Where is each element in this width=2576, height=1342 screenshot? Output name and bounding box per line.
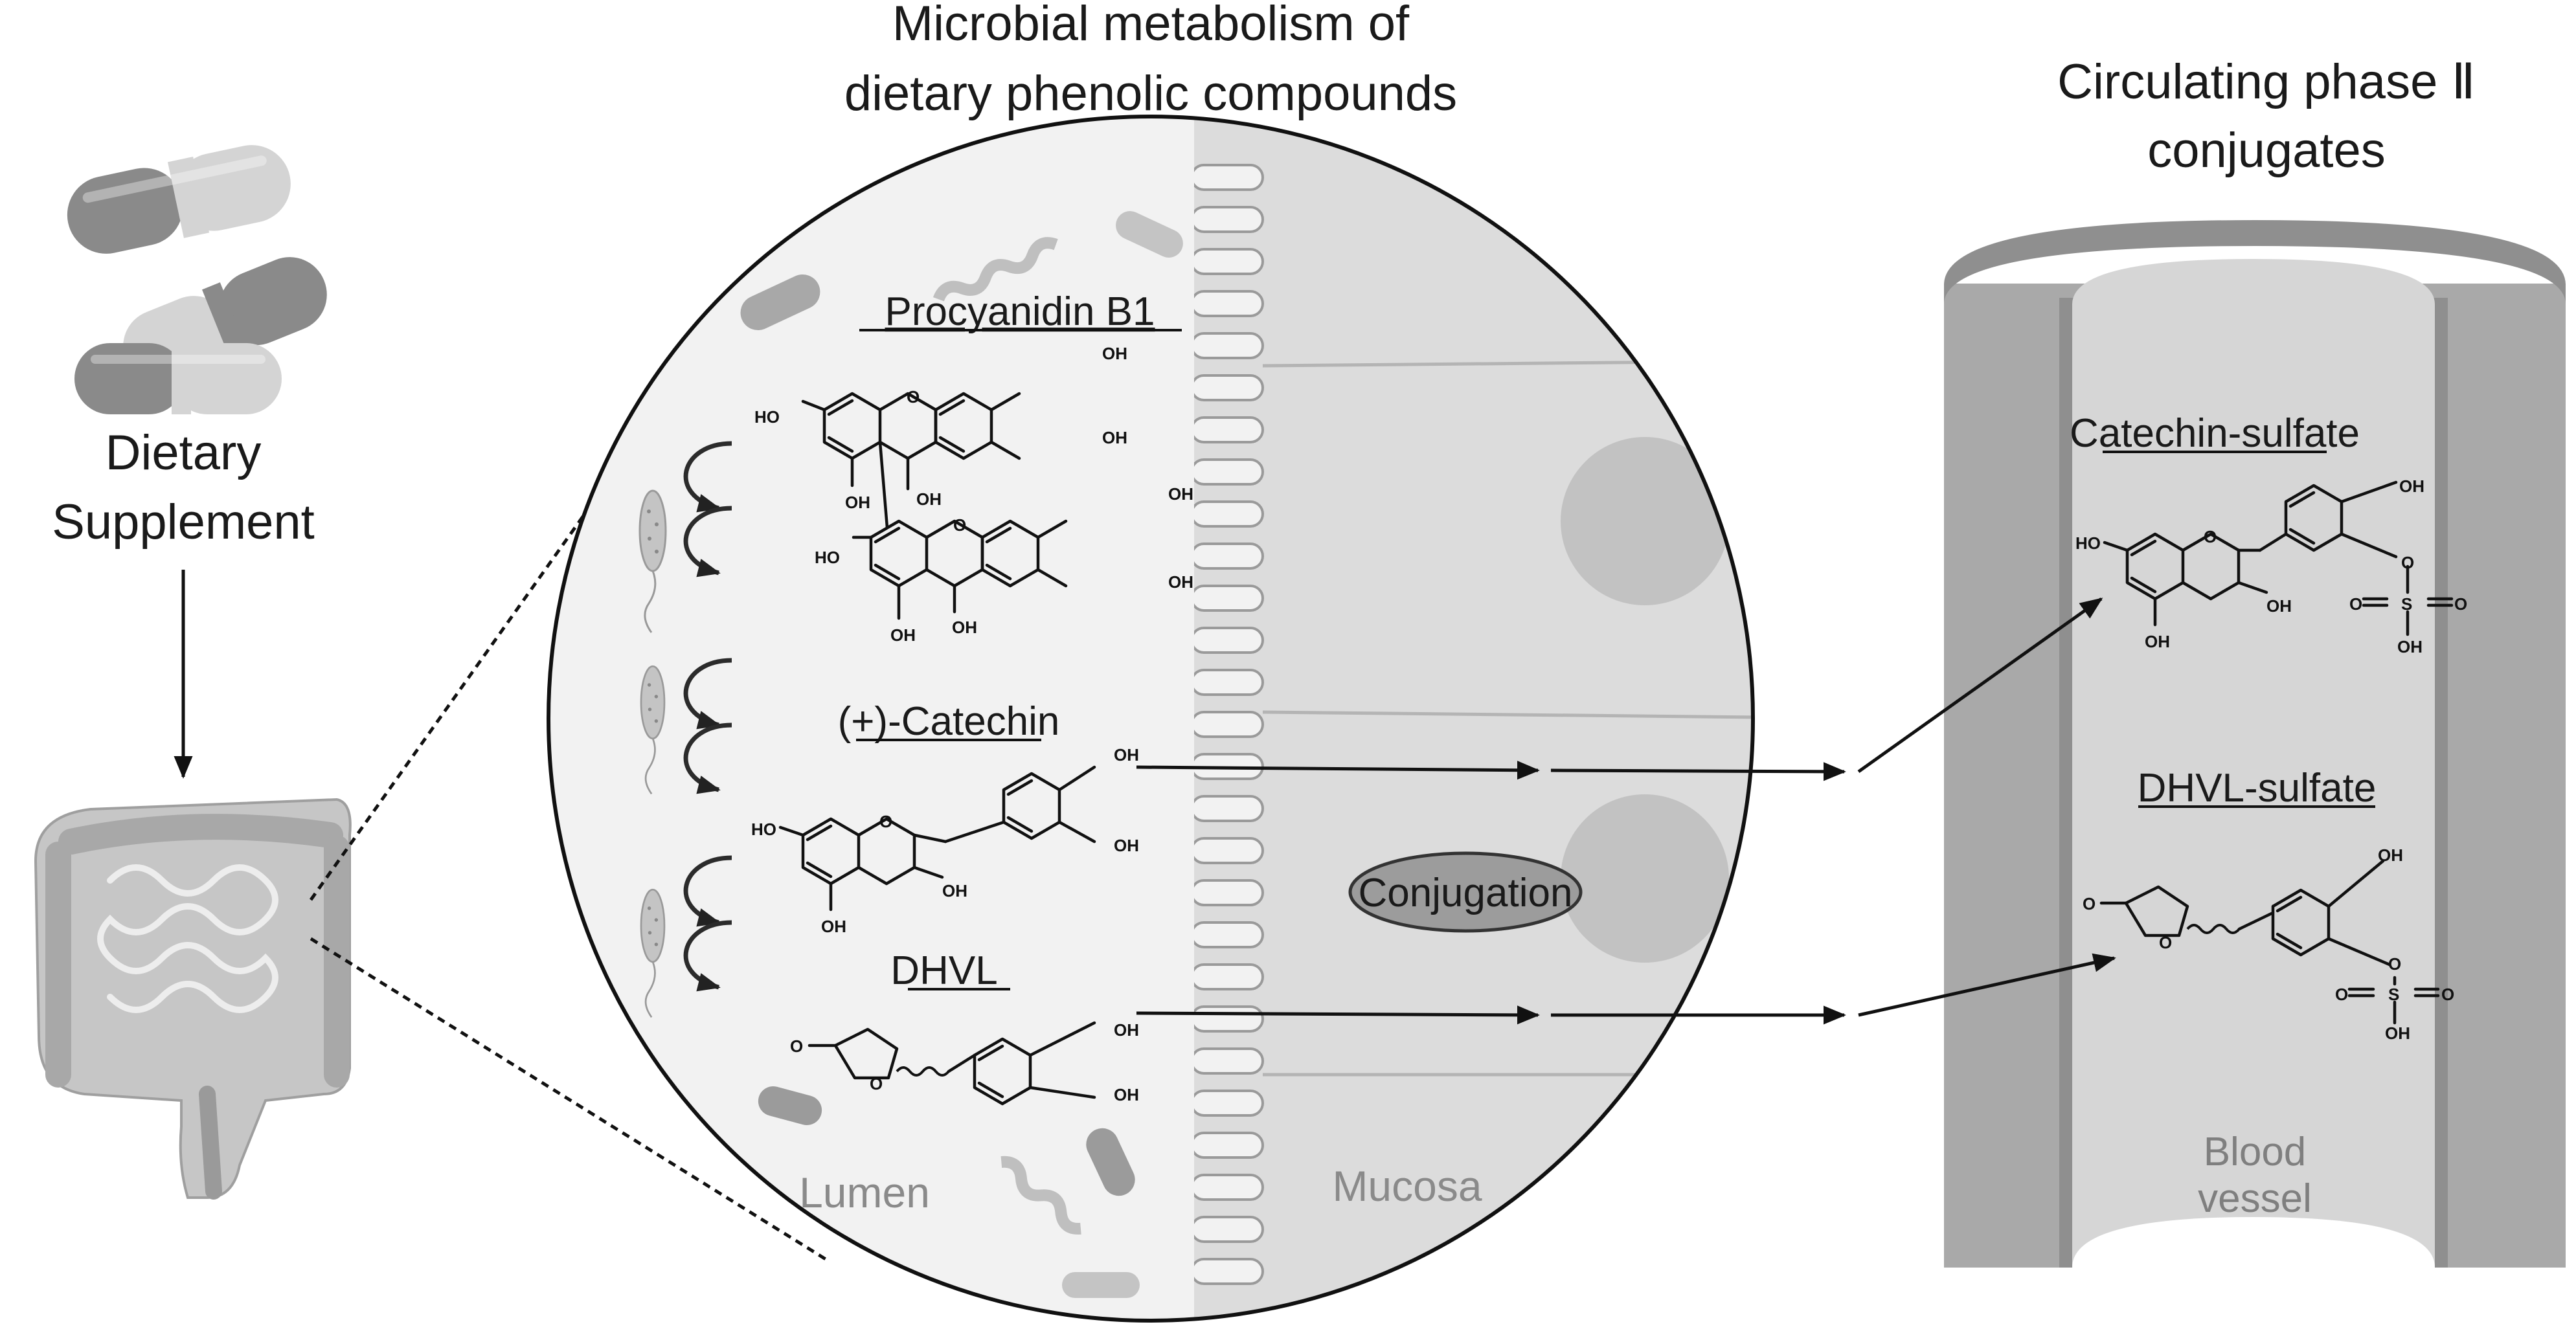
svg-text:OH: OH [942, 881, 967, 900]
procyanidin-b1-title: Procyanidin B1 [885, 289, 1155, 334]
transport-arrows [1136, 597, 2116, 1025]
dhvl-sulfate-title: DHVL-sulfate [2138, 766, 2377, 811]
dhvl-arrow-3 [1858, 953, 2116, 1017]
svg-text:OH: OH [845, 493, 870, 512]
zoom-line-bottom [310, 937, 827, 1261]
svg-text:OH: OH [1102, 428, 1127, 447]
blood-vessel-label-line2: vessel [2198, 1176, 2312, 1221]
catechin-sulfate-structure [2103, 480, 2454, 636]
catechin-sulfate-title: Catechin-sulfate [2070, 411, 2360, 456]
svg-text:OH: OH [2145, 632, 2170, 651]
catechin-arrow-3 [1857, 597, 2103, 774]
dhvl-structure [808, 1021, 1096, 1106]
svg-text:OH: OH [916, 489, 942, 509]
villi [1190, 164, 1264, 1285]
zoom-circle-outline [547, 115, 1755, 1323]
dhvl-title: DHVL [890, 948, 997, 993]
nucleus-bottom [1561, 794, 1729, 963]
procyanidin-b1-atoms: OH OH HO OH OH OH OH HO OH OH O O [754, 344, 1193, 645]
svg-text:O: O [2349, 594, 2362, 614]
circulating-title-line1: Circulating phase Ⅱ [2057, 54, 2476, 109]
svg-text:O: O [2335, 985, 2348, 1004]
catechin-arrow-2 [1550, 762, 1846, 781]
zoom-circle [548, 117, 1753, 1321]
svg-text:O: O [2401, 553, 2414, 572]
dietary-supplement-line1: Dietary [106, 425, 262, 480]
svg-text:HO: HO [751, 820, 776, 839]
svg-text:O: O [2441, 985, 2454, 1004]
svg-text:S: S [2388, 985, 2399, 1004]
svg-text:O: O [2204, 527, 2217, 546]
svg-text:OH: OH [1168, 484, 1193, 504]
svg-text:HO: HO [2075, 533, 2101, 553]
svg-text:OH: OH [1168, 572, 1193, 592]
procyanidin-b1-structure [801, 392, 1068, 620]
catechin-sulfate-atoms: OH O S O O OH HO OH OH O [2075, 476, 2467, 656]
svg-text:O: O [870, 1074, 883, 1093]
intestine-icon [34, 798, 352, 1200]
circulating-title-line2: conjugates [2147, 123, 2386, 178]
dhvl-sulfate-structure [2099, 859, 2440, 1025]
svg-text:OH: OH [1114, 1085, 1139, 1104]
svg-text:O: O [2388, 954, 2401, 974]
svg-text:OH: OH [952, 618, 977, 637]
blood-vessel-label-line1: Blood [2204, 1130, 2307, 1174]
mucosa-area [1192, 117, 1753, 1321]
svg-text:O: O [953, 515, 966, 535]
conjugation-bubble: Conjugation [1348, 851, 1583, 933]
catechin-structure [778, 765, 1096, 911]
bacteria-icons [638, 211, 1183, 1298]
svg-text:O: O [2454, 594, 2467, 614]
svg-text:O: O [790, 1036, 803, 1056]
mucosa-label: Mucosa [1332, 1162, 1482, 1210]
conjugation-label: Conjugation [1359, 871, 1573, 915]
svg-text:OH: OH [890, 625, 916, 645]
microbial-title-line2: dietary phenolic compounds [844, 66, 1457, 121]
svg-text:OH: OH [1114, 836, 1139, 855]
capsule-pills-icon [67, 145, 327, 414]
dhvl-atoms: OH OH O O [790, 1020, 1139, 1104]
nucleus-top [1561, 437, 1729, 605]
catechin-title: (+)-Catechin [838, 699, 1060, 744]
blood-vessel [1944, 220, 2566, 1268]
catechin-atoms: OH OH HO OH OH O [751, 745, 1139, 936]
svg-text:O: O [907, 387, 920, 407]
svg-text:OH: OH [821, 917, 846, 936]
svg-text:O: O [2159, 933, 2172, 952]
microbial-title-line1: Microbial metabolism of [892, 0, 1410, 51]
catechin-arrow-1 [1136, 761, 1540, 780]
dietary-supplement-line2: Supplement [52, 495, 315, 550]
svg-text:HO: HO [815, 548, 840, 567]
svg-text:OH: OH [1114, 1020, 1139, 1040]
svg-text:OH: OH [1114, 745, 1139, 765]
dhvl-sulfate-atoms: OH O S O O OH O O [2083, 845, 2454, 1043]
svg-text:HO: HO [754, 407, 780, 427]
dhvl-arrow-1 [1136, 1005, 1540, 1025]
svg-text:O: O [879, 812, 892, 831]
svg-text:OH: OH [2378, 845, 2403, 865]
svg-text:OH: OH [1102, 344, 1127, 363]
svg-text:OH: OH [2385, 1023, 2410, 1043]
lumen-label: Lumen [799, 1169, 930, 1216]
svg-text:OH: OH [2397, 637, 2423, 656]
svg-text:S: S [2401, 594, 2412, 614]
svg-text:O: O [2083, 894, 2096, 913]
svg-text:OH: OH [2399, 476, 2424, 496]
svg-text:OH: OH [2266, 596, 2292, 616]
